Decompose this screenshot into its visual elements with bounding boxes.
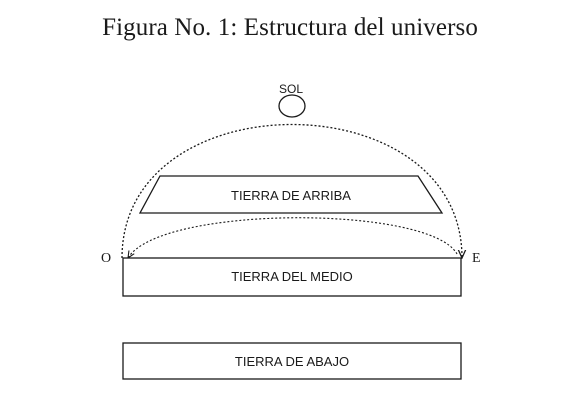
sun-night-path-arc — [128, 217, 458, 258]
upper-world-label: TIERRA DE ARRIBA — [231, 188, 351, 203]
sun-day-path-arc — [121, 124, 462, 259]
lower-world-label: TIERRA DE ABAJO — [235, 354, 349, 369]
lower-world-box — [122, 342, 462, 380]
west-label: O — [101, 251, 111, 266]
sun-icon — [278, 94, 306, 118]
middle-world-label: TIERRA DEL MEDIO — [231, 269, 353, 284]
middle-world-box — [122, 257, 462, 297]
sun-label: SOL — [279, 82, 303, 96]
figure-title: Figura No. 1: Estructura del universo — [102, 14, 478, 41]
east-label: E — [472, 251, 481, 266]
upper-world-shape — [138, 175, 444, 214]
